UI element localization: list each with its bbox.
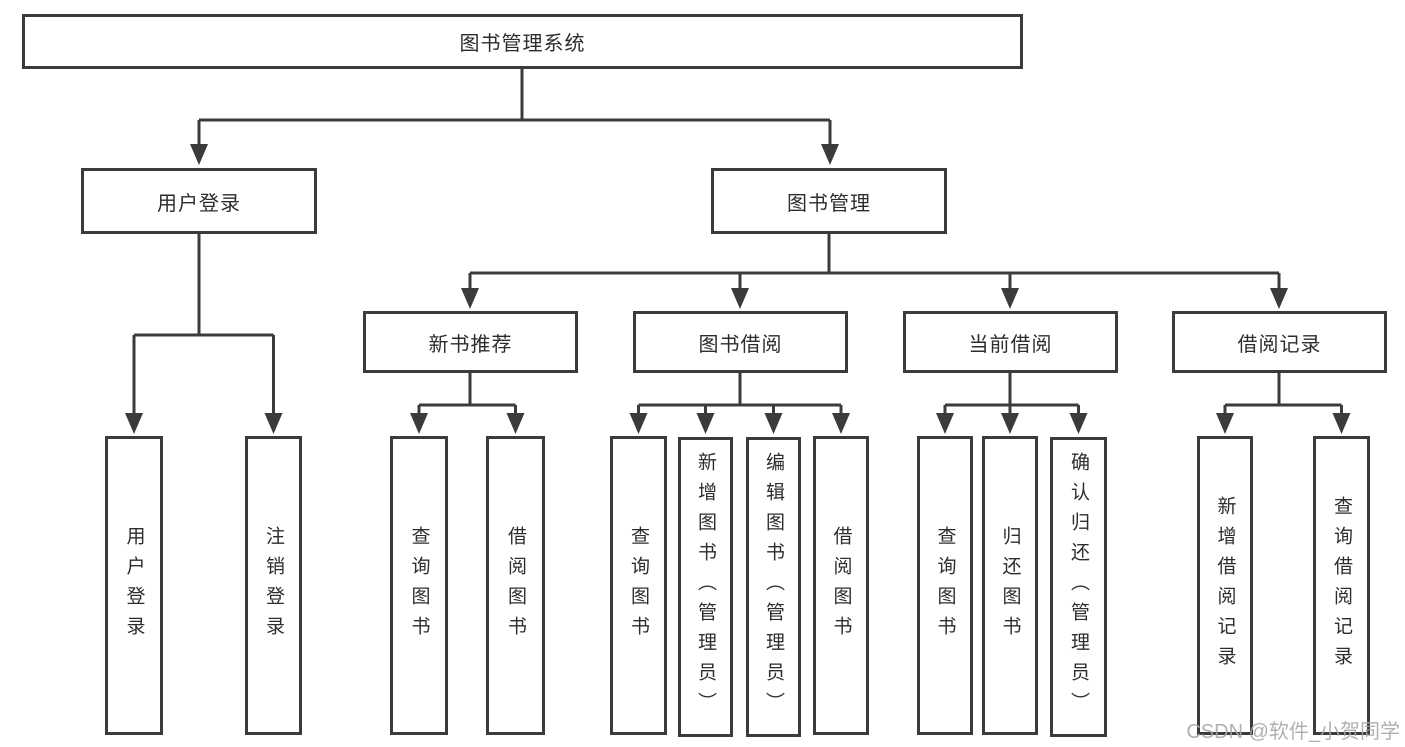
node-book-borrowing: 图书借阅 — [633, 311, 848, 373]
connector-root-to-branches — [190, 68, 839, 165]
node-leaf-edit-book-admin: 编辑图书（管理员） — [746, 437, 801, 737]
node-current-borrowing: 当前借阅 — [903, 311, 1118, 373]
node-new-book-recommendation: 新书推荐 — [363, 311, 578, 373]
node-leaf-query-books-borrow: 查询图书 — [610, 436, 667, 735]
node-leaf-return-book-label: 归还图书 — [999, 525, 1021, 646]
node-new-book-recommendation-label: 新书推荐 — [428, 333, 513, 356]
node-leaf-user-login-label: 用户登录 — [123, 525, 145, 646]
node-leaf-borrow-books-rec-label: 借阅图书 — [505, 525, 526, 646]
node-leaf-query-borrow-record: 查询借阅记录 — [1313, 436, 1370, 735]
node-leaf-borrow-book-label: 借阅图书 — [830, 525, 852, 646]
node-user-login-branch: 用户登录 — [81, 168, 317, 234]
node-leaf-edit-book-admin-label: 编辑图书（管理员） — [763, 452, 784, 722]
node-book-management-branch: 图书管理 — [711, 168, 947, 234]
node-leaf-logout-label: 注销登录 — [263, 525, 284, 646]
node-leaf-borrow-book: 借阅图书 — [813, 436, 869, 735]
node-leaf-query-books-current-label: 查询图书 — [934, 525, 956, 646]
node-current-borrowing-label: 当前借阅 — [968, 333, 1053, 356]
node-user-login-branch-label: 用户登录 — [157, 192, 241, 215]
node-leaf-add-book-admin: 新增图书（管理员） — [678, 437, 733, 737]
node-leaf-query-books-current: 查询图书 — [917, 436, 973, 735]
node-book-management-branch-label: 图书管理 — [787, 192, 871, 215]
node-leaf-logout: 注销登录 — [245, 436, 302, 735]
node-leaf-add-borrow-record: 新增借阅记录 — [1197, 436, 1253, 735]
csdn-watermark: CSDN @软件_小贺同学 — [1186, 721, 1400, 743]
node-leaf-return-book: 归还图书 — [982, 436, 1038, 735]
node-leaf-confirm-return-admin-label: 确认归还（管理员） — [1068, 452, 1089, 722]
connector-new-book-rec-children — [410, 373, 525, 434]
connector-book-borrow-children — [629, 373, 850, 434]
node-leaf-confirm-return-admin: 确认归还（管理员） — [1050, 437, 1107, 737]
node-leaf-add-borrow-record-label: 新增借阅记录 — [1214, 495, 1236, 676]
connector-current-borrow-children — [936, 373, 1088, 434]
node-borrowing-records: 借阅记录 — [1172, 311, 1387, 373]
node-leaf-query-books-rec-label: 查询图书 — [408, 525, 430, 646]
node-leaf-query-books-rec: 查询图书 — [390, 436, 448, 735]
node-library-management-system-label: 图书管理系统 — [459, 33, 586, 55]
node-leaf-add-book-admin-label: 新增图书（管理员） — [695, 452, 716, 722]
node-borrowing-records-label: 借阅记录 — [1237, 333, 1322, 356]
connector-borrow-record-children — [1216, 373, 1351, 434]
node-leaf-query-borrow-record-label: 查询借阅记录 — [1331, 495, 1352, 676]
connector-user-login-children — [125, 233, 283, 434]
node-leaf-user-login: 用户登录 — [105, 436, 163, 735]
node-book-borrowing-label: 图书借阅 — [698, 333, 783, 356]
node-leaf-query-books-borrow-label: 查询图书 — [628, 525, 649, 646]
node-leaf-borrow-books-rec: 借阅图书 — [486, 436, 545, 735]
node-library-management-system: 图书管理系统 — [22, 14, 1023, 69]
connector-book-mgmt-children — [461, 233, 1288, 309]
